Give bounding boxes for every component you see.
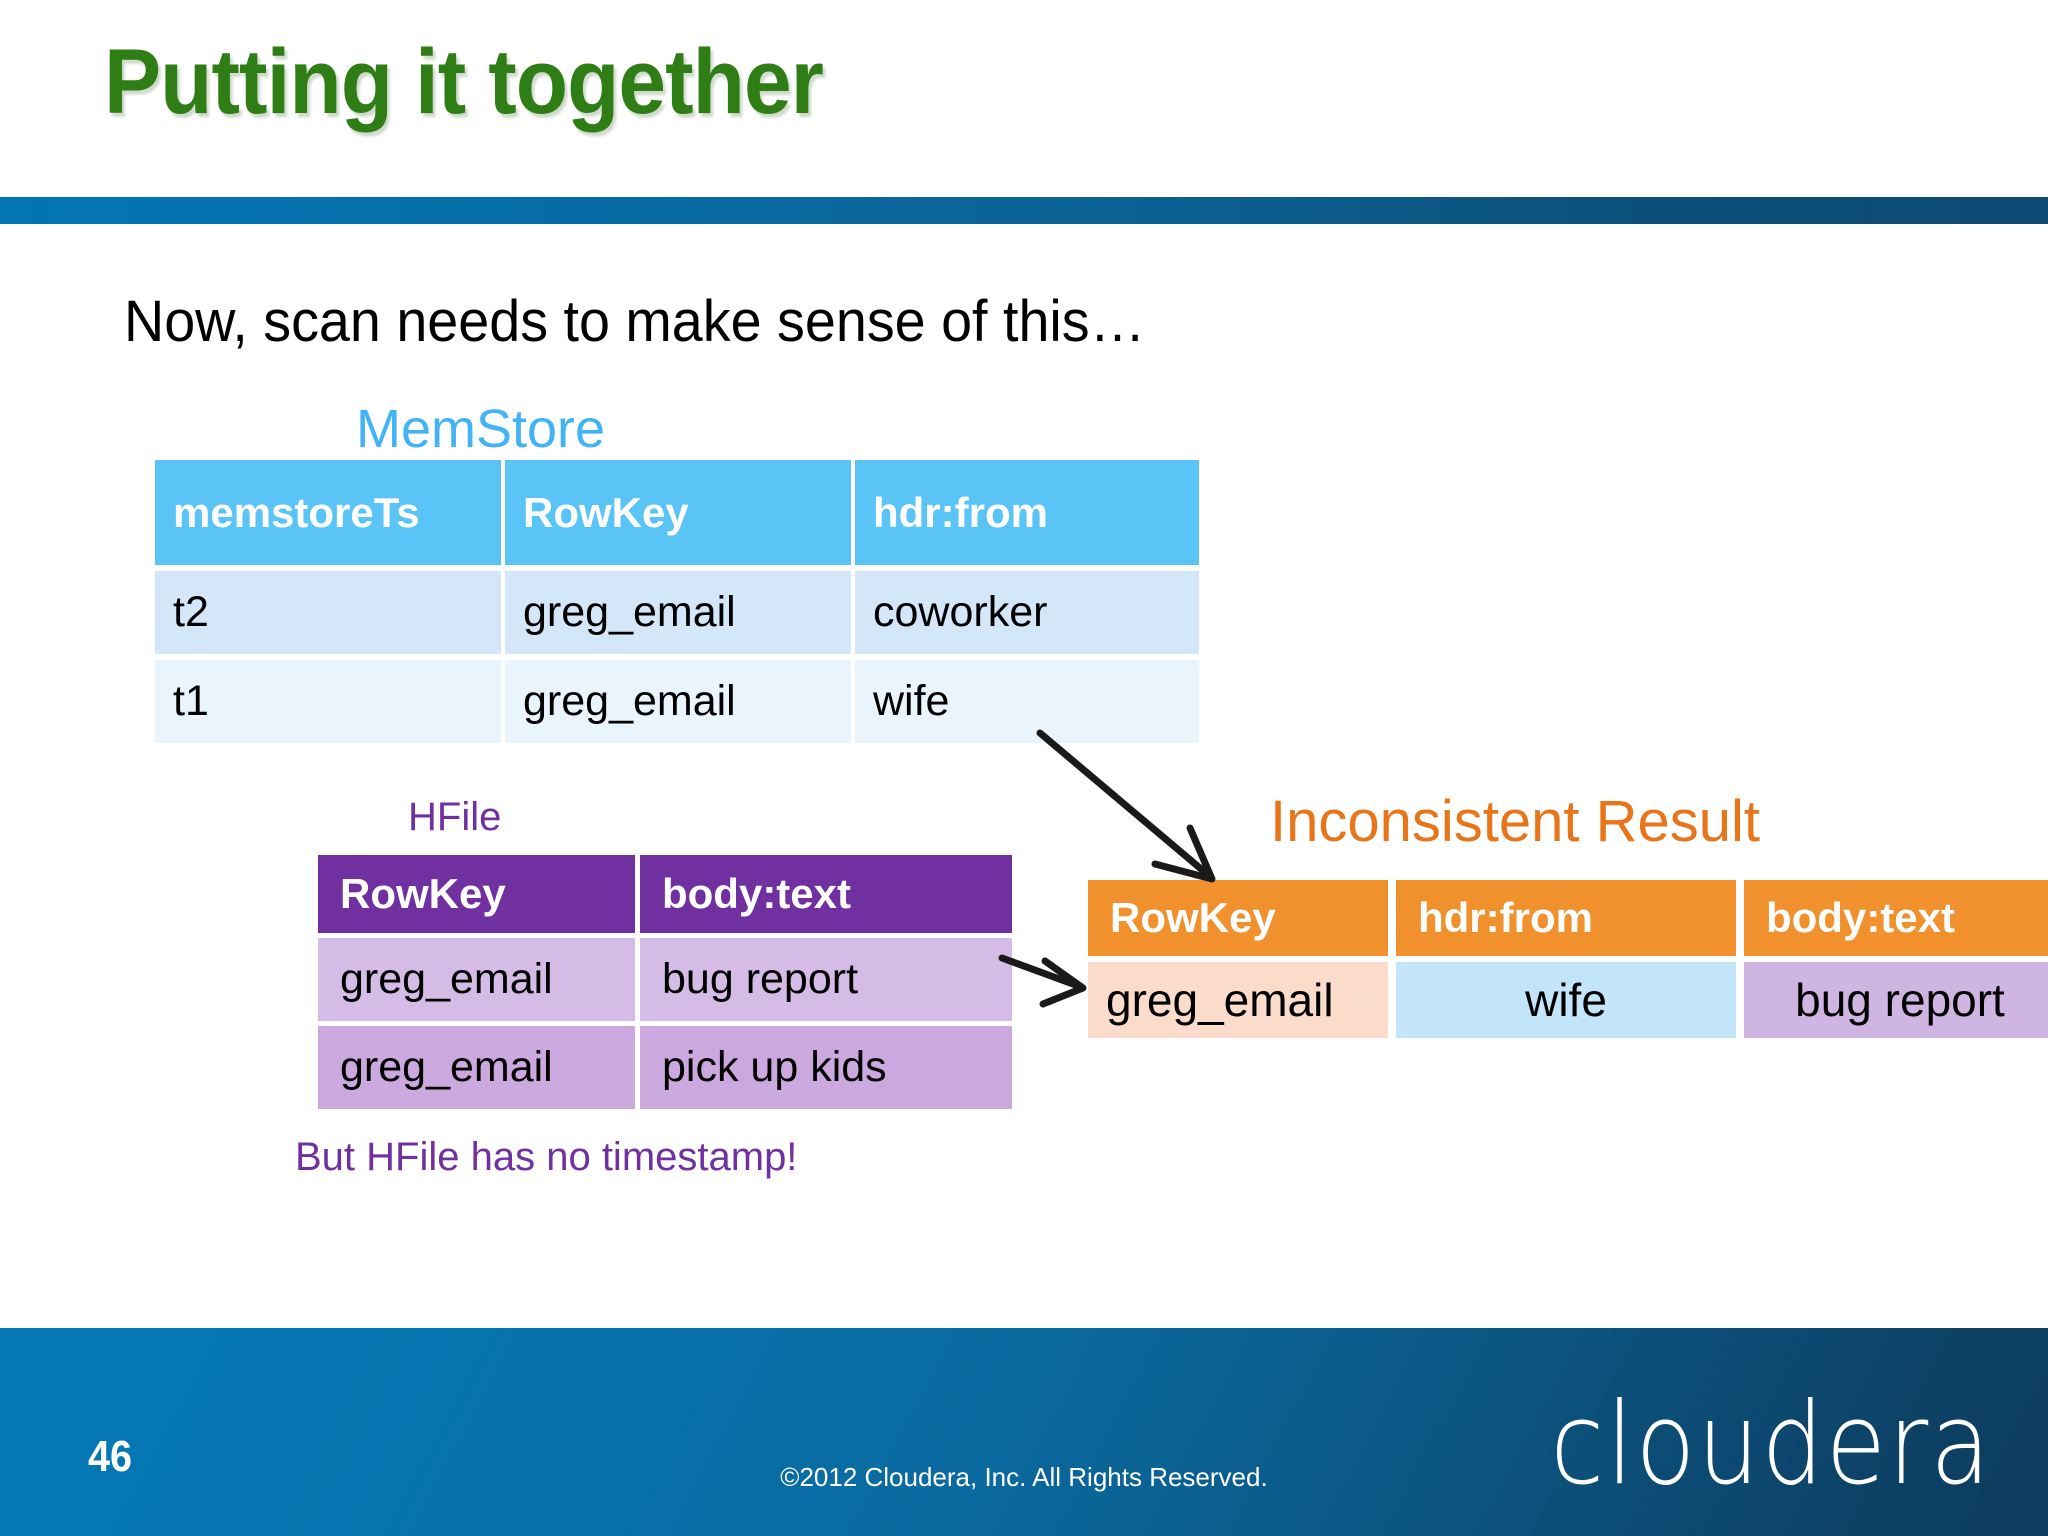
column-header-rowkey: RowKey	[318, 855, 640, 933]
column-header-rowkey: RowKey	[1088, 880, 1396, 956]
cloudera-logo: cloudera	[1550, 1377, 1992, 1511]
hfile-to-result-arrow-line	[998, 954, 1085, 991]
memstore-caption: MemStore	[356, 399, 606, 459]
cell-bodytext: bug report	[1744, 962, 2048, 1038]
column-header-rowkey: RowKey	[505, 460, 855, 565]
table-header-row: RowKey body:text	[318, 855, 1012, 933]
footer-bar	[0, 1328, 2048, 1536]
cell-rowkey: greg_email	[505, 571, 855, 654]
cell-memstorets: t1	[155, 660, 505, 743]
column-header-bodytext: body:text	[640, 855, 1012, 933]
body-text: Now, scan needs to make sense of this…	[124, 289, 1146, 354]
table-row: greg_email wife bug report	[1088, 962, 2048, 1038]
hfile-table: RowKey body:text greg_email bug report g…	[318, 855, 1012, 1109]
table-header-row: RowKey hdr:from body:text	[1088, 880, 2048, 956]
table-row: t2 greg_email coworker	[155, 571, 1199, 654]
cell-memstorets: t2	[155, 571, 505, 654]
column-header-hdrfrom: hdr:from	[1396, 880, 1744, 956]
cell-bodytext: pick up kids	[640, 1026, 1012, 1109]
memstore-to-result-arrow-line	[1036, 729, 1211, 878]
hfile-to-result-arrowhead	[1039, 957, 1087, 1008]
table-header-row: memstoreTs RowKey hdr:from	[155, 460, 1199, 565]
cell-bodytext: bug report	[640, 938, 1012, 1021]
cell-rowkey: greg_email	[505, 660, 855, 743]
cell-rowkey: greg_email	[318, 938, 640, 1021]
column-header-memstorets: memstoreTs	[155, 460, 505, 565]
cell-hdrfrom: wife	[855, 660, 1199, 743]
cell-rowkey: greg_email	[318, 1026, 640, 1109]
hfile-note-text: But HFile has no timestamp!	[295, 1135, 798, 1179]
page-title: Putting it together	[104, 31, 824, 133]
memstore-table: memstoreTs RowKey hdr:from t2 greg_email…	[155, 460, 1199, 743]
table-row: greg_email pick up kids	[318, 1026, 1012, 1109]
inconsistent-result-caption: Inconsistent Result	[1270, 789, 1761, 854]
cell-hdrfrom: coworker	[855, 571, 1199, 654]
inconsistent-result-table: RowKey hdr:from body:text greg_email wif…	[1088, 880, 2048, 1038]
table-row: greg_email bug report	[318, 938, 1012, 1021]
copyright-text: ©2012 Cloudera, Inc. All Rights Reserved…	[780, 1462, 1268, 1492]
page-number: 46	[88, 1432, 133, 1481]
column-header-hdrfrom: hdr:from	[855, 460, 1199, 565]
memstore-to-result-arrowhead	[1151, 824, 1216, 883]
table-row: t1 greg_email wife	[155, 660, 1199, 743]
cell-rowkey: greg_email	[1088, 962, 1396, 1038]
cell-hdrfrom: wife	[1396, 962, 1744, 1038]
hfile-caption: HFile	[408, 795, 502, 839]
column-header-bodytext: body:text	[1744, 880, 2048, 956]
header-divider-bar	[0, 197, 2048, 224]
